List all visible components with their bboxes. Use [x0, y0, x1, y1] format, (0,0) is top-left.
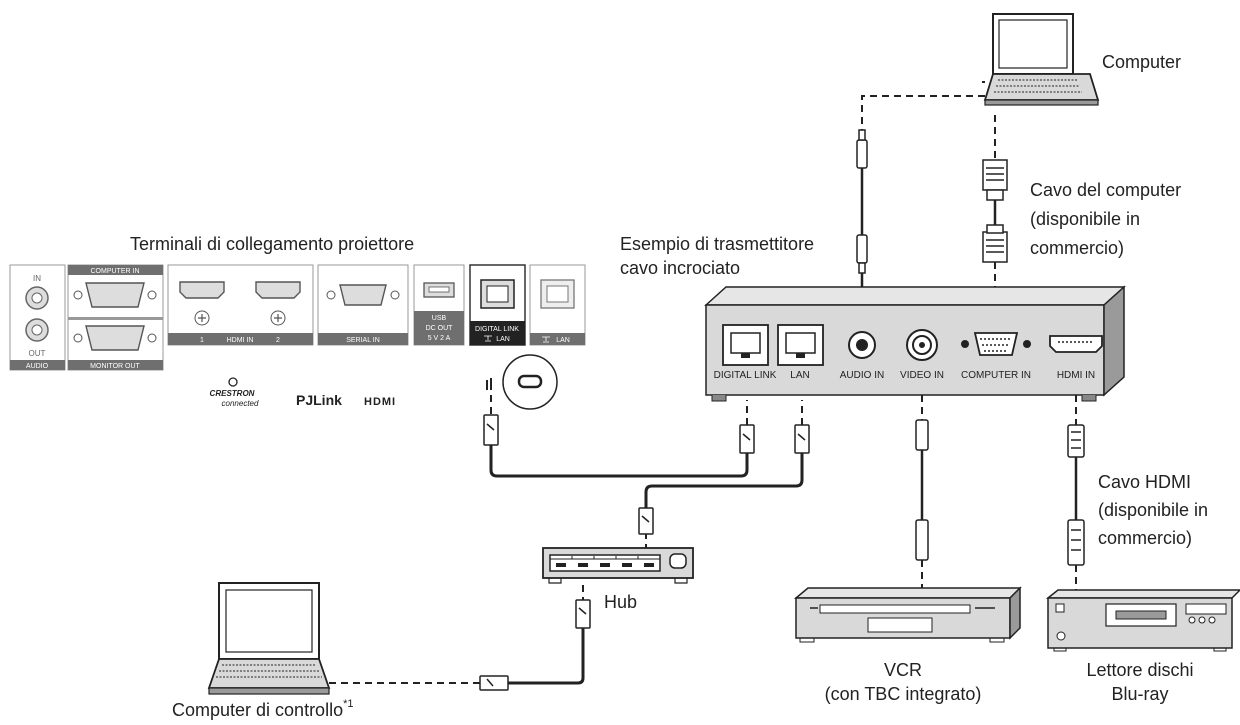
transmitter-lan-label: LAN	[790, 370, 809, 381]
bluray-label-line2: Blu-ray	[1111, 684, 1169, 704]
audio-label: AUDIO	[26, 363, 49, 370]
transmitter-hdmi-in-label: HDMI IN	[1057, 370, 1095, 381]
transmitter-computer-in-label: COMPUTER IN	[961, 370, 1031, 381]
vga-plug-top-icon	[982, 159, 1008, 201]
serial-terminal: SERIAL IN	[317, 264, 409, 346]
crestron-logo: CRESTRON connected	[210, 377, 259, 408]
bluray-label-line1: Lettore dischi	[1086, 660, 1194, 680]
hdmi-2-port-icon	[255, 281, 301, 299]
svg-text:HDMI: HDMI	[364, 396, 396, 408]
panel-monitor-out-label: MONITOR OUT	[90, 363, 140, 370]
lan-cable-transmitter-hub	[644, 450, 804, 510]
hdmi-in-label: HDMI IN	[227, 337, 254, 344]
transmitter-audio-in-port-icon	[848, 331, 876, 359]
hub-label: Hub	[604, 592, 638, 612]
audio-plug-top-icon	[856, 129, 868, 169]
transmitter-digital-link-label: DIGITAL LINK	[714, 370, 777, 381]
vga-out-port-icon	[85, 325, 145, 351]
transmitter-title-line2: cavo incrociato	[620, 258, 741, 278]
svg-text:PJLink: PJLink	[296, 392, 342, 408]
usb-terminal: USB DC OUT 5 V 2 A	[413, 264, 465, 346]
hdmi-cable-label-line1: Cavo HDMI	[1098, 472, 1192, 492]
serial-port-icon	[339, 284, 387, 306]
rca-plug-bottom-icon	[915, 519, 929, 561]
rj45-plug-control-computer-icon	[479, 675, 509, 691]
dc-rating-label: 5 V 2 A	[428, 335, 451, 342]
panel-computer-in-label: COMPUTER IN	[91, 268, 140, 275]
control-computer-label: Computer di controllo*1	[172, 694, 354, 722]
hdmi-1-port-icon	[179, 281, 225, 299]
audio-cable-dashed	[861, 95, 985, 130]
hdmi-plug-bottom-icon	[1067, 519, 1085, 566]
rj45-plug-transmitter-lan-icon	[794, 424, 810, 454]
svg-text:connected: connected	[222, 399, 259, 408]
transmitter-digital-link-port-icon	[722, 324, 769, 366]
transmitter-hdmi-in-port-icon	[1049, 335, 1103, 353]
bluray-player-icon	[1045, 589, 1240, 652]
cables	[328, 81, 1078, 685]
connector-detail-icon	[486, 354, 558, 410]
vga-plug-bottom-icon	[982, 224, 1008, 263]
terminals-title: Terminali di collegamento proiettore	[130, 234, 415, 254]
transmitter-video-in-port-icon	[906, 329, 938, 361]
projector-terminal-panel: IN OUT AUDIO COMPUTER IN MONITOR OUT	[9, 264, 586, 408]
vcr-label-line1: VCR	[883, 660, 922, 680]
computer-cable-label-line3: commercio)	[1030, 238, 1125, 258]
serial-in-label: SERIAL IN	[346, 337, 380, 344]
transmitter-audio-in-label: AUDIO IN	[840, 370, 884, 381]
vga-in-port-icon	[85, 282, 145, 308]
cable-connectors	[479, 129, 1085, 691]
usb-label: USB	[432, 315, 447, 322]
computer-cable-label-line1: Cavo del computer	[1030, 180, 1182, 200]
lan-cable-hub-computer	[508, 628, 585, 685]
rj45-plug-hub-bottom-icon	[575, 599, 591, 629]
compatibility-logos: CRESTRON connected PJLink HDMI	[210, 377, 396, 408]
svg-text:CRESTRON: CRESTRON	[210, 389, 255, 398]
hdmi-1-label: 1	[200, 337, 204, 344]
panel-digital-link-label: DIGITAL LINK	[475, 326, 519, 333]
dc-out-label: DC OUT	[426, 325, 454, 332]
panel-lan-label: LAN	[556, 337, 570, 344]
control-computer-footnote: *1	[343, 698, 354, 710]
control-computer-label-text: Computer di controllo	[172, 700, 344, 720]
vcr-icon	[793, 586, 1022, 643]
computer-monitor-terminals: COMPUTER IN MONITOR OUT	[67, 264, 164, 371]
transmitter-computer-in-port-icon	[961, 332, 1031, 356]
control-computer-laptop-icon	[207, 582, 331, 695]
computer-cable-label-line2: (disponibile in	[1030, 209, 1141, 229]
computer-label: Computer	[1102, 52, 1182, 72]
rj45-plug-hub-top-icon	[638, 507, 654, 535]
hub-icon	[542, 547, 694, 584]
hdmi-cable-label-line3: commercio)	[1098, 528, 1193, 548]
transmitter-title-line1: Esempio di trasmettitore	[620, 234, 815, 254]
digital-link-cable	[489, 445, 749, 478]
audio-plug-bottom-icon	[856, 234, 868, 274]
hdmi-plug-top-icon	[1067, 424, 1085, 458]
pjlink-logo: PJLink	[296, 392, 342, 408]
hdmi-cable-label-line2: (disponibile in	[1098, 500, 1209, 520]
transmitter-video-in-label: VIDEO IN	[900, 370, 944, 381]
audio-terminals: IN OUT AUDIO	[9, 264, 66, 371]
rj45-plug-projector-icon	[483, 414, 499, 446]
computer-laptop-icon	[983, 13, 1100, 106]
transmitter-lan-port-icon	[777, 324, 824, 366]
twisted-pair-transmitter: DIGITAL LINK LAN AUDIO IN VIDEO IN COMPU…	[704, 285, 1126, 402]
audio-in-label: IN	[33, 274, 41, 283]
lan-terminal: LAN	[529, 264, 586, 346]
digital-link-terminal: DIGITAL LINK LAN	[469, 264, 526, 346]
panel-digital-link-lan-label: LAN	[496, 336, 510, 343]
hdmi-terminals: 1 HDMI IN 2	[167, 264, 314, 346]
rj45-plug-transmitter-dl-icon	[739, 424, 755, 454]
vcr-label-line2: (con TBC integrato)	[824, 684, 982, 704]
hdmi-2-label: 2	[276, 337, 280, 344]
audio-out-label: OUT	[29, 349, 46, 358]
rca-plug-top-icon	[915, 419, 929, 451]
hdmi-logo: HDMI	[364, 396, 396, 408]
